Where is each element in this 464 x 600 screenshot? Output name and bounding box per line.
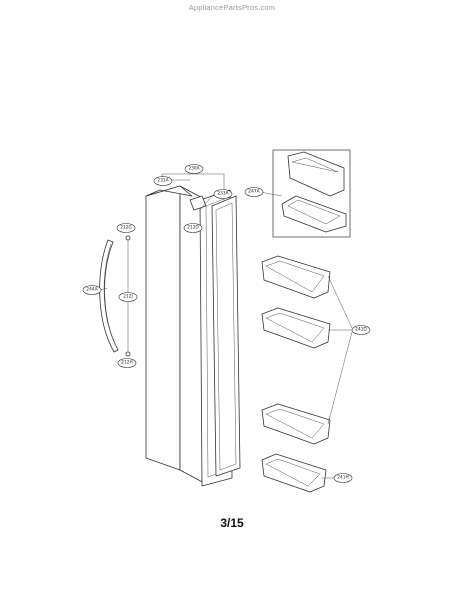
svg-text:241H: 241H	[337, 475, 348, 481]
leader-lines	[99, 173, 353, 479]
svg-text:244A: 244A	[86, 287, 97, 293]
bottom-basket	[261, 453, 327, 493]
callout-cap-top: 212G	[116, 223, 136, 233]
callout-door-baskets: 241D	[351, 325, 371, 335]
svg-text:212D: 212D	[187, 225, 199, 231]
svg-text:241D: 241D	[355, 327, 367, 333]
svg-text:212H: 212H	[121, 360, 132, 366]
door-gasket	[211, 195, 241, 477]
door-basket-3	[261, 403, 331, 445]
svg-text:247A: 247A	[248, 189, 259, 195]
door-basket-2	[261, 307, 331, 349]
svg-text:230A: 230A	[188, 166, 199, 172]
callout-gasket: 233A	[213, 189, 233, 199]
door-basket-1	[261, 255, 331, 299]
callout-bottom-basket: 241H	[333, 473, 353, 483]
callout-handle: 244A	[82, 285, 102, 295]
svg-text:231A: 231A	[157, 178, 168, 184]
upper-basket	[272, 149, 351, 238]
page-number: 3/15	[220, 516, 244, 530]
svg-text:212J: 212J	[123, 294, 132, 300]
door-handle	[99, 239, 119, 353]
svg-text:212G: 212G	[120, 225, 132, 231]
callout-door-screw: 212D	[183, 223, 203, 233]
callout-cap-bottom: 212H	[117, 358, 137, 368]
svg-text:233A: 233A	[217, 191, 228, 197]
watermark: AppliancePartsPros.com	[188, 3, 276, 12]
callout-door-outer: 231A	[153, 176, 173, 186]
callout-upper-basket: 247A	[244, 187, 264, 197]
callout-door-top: 230A	[184, 164, 204, 174]
callout-handle-rod: 212J	[118, 292, 138, 302]
